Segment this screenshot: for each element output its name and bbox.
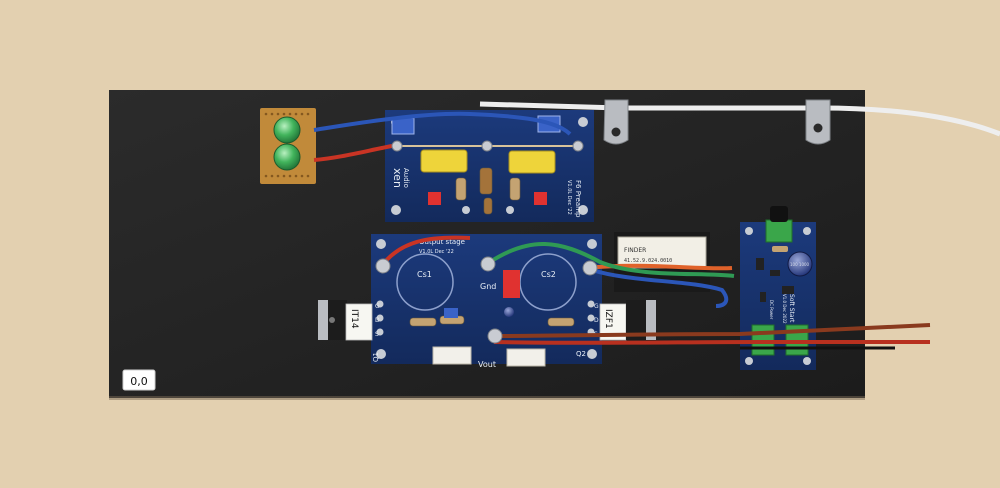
base-board-shadow: [109, 396, 865, 400]
mosfet-left: IT14: [318, 300, 373, 341]
blue-wire-psu: [313, 111, 572, 136]
red-cap-preamp-left: [428, 192, 441, 205]
corner-label-text: 0,0: [130, 375, 148, 388]
label-cs1: Cs1: [417, 270, 432, 279]
mosfet-left-label: IT14: [349, 309, 359, 329]
label-pin-g-right: G: [594, 303, 599, 310]
film-capacitor-right: [508, 150, 556, 174]
softstart-resistor: [772, 246, 788, 252]
blue-wire-output: [591, 268, 729, 308]
corner-label-tag: 0,0: [122, 369, 156, 391]
preamp-brand-bottom: Audio: [402, 168, 410, 188]
label-vout: Vout: [478, 360, 496, 369]
softstart-cap-label: 100 1000: [790, 262, 810, 267]
cable-clip-2: [805, 99, 831, 145]
red-wire-psu: [313, 144, 393, 162]
green-capacitor-bottom: [273, 143, 301, 171]
perfboard-psu: [260, 108, 316, 184]
red-wire-vout: [493, 340, 930, 345]
output-stage-board: Output stage V1.0L Dec '22 Cs1 Cs2 Gnd V…: [371, 234, 602, 369]
power-resistor-right: [506, 348, 546, 367]
power-resistor-left: [432, 346, 472, 365]
softstart-title: Soft Start: [788, 294, 795, 323]
small-cap-output: [504, 307, 514, 317]
film-capacitor-left: [420, 149, 468, 173]
softstart-dc-label: DC Power: [769, 300, 774, 320]
label-q2: Q2: [576, 350, 586, 358]
mosfet-right-label: IZF1: [603, 309, 613, 329]
softstart-version: V1.0 Dec 2022: [782, 294, 787, 324]
ring-terminals: [375, 140, 598, 344]
output-title: Output stage: [419, 238, 465, 246]
red-cap-output: [503, 270, 520, 298]
brown-wire-vout: [493, 323, 931, 338]
softstart-components: [756, 258, 794, 302]
preamp-resistors: [455, 167, 521, 215]
red-cap-preamp-right: [534, 192, 547, 205]
preamp-title: F6 Preamp: [574, 180, 582, 218]
label-pin-g-left: G: [375, 303, 380, 310]
preamp-version: V1.0L Dec '22: [566, 180, 572, 215]
cable-clip-1: [603, 99, 629, 145]
label-pin-d-left: D: [375, 317, 380, 324]
label-q1: Q1: [372, 352, 380, 362]
orange-wire: [587, 263, 733, 271]
trimpot-output: [444, 308, 458, 318]
green-wire: [488, 242, 735, 278]
label-pin-s-left: S: [375, 331, 379, 338]
preamp-brand-top: xen: [391, 168, 404, 188]
label-cs2: Cs2: [541, 270, 556, 279]
green-capacitor-top: [273, 116, 301, 144]
relay-code: 41.52.9.024.0010: [624, 258, 672, 264]
label-pin-d-right: D: [594, 317, 599, 324]
cs1-footprint: [396, 253, 454, 311]
mounting-bolt: [770, 206, 788, 222]
terminal-block-top: [765, 219, 793, 243]
relay-brand: FINDER: [624, 247, 646, 254]
output-version: V1.0L Dec '22: [419, 249, 454, 255]
label-gnd: Gnd: [480, 282, 496, 291]
softstart-capacitor: [787, 251, 813, 277]
